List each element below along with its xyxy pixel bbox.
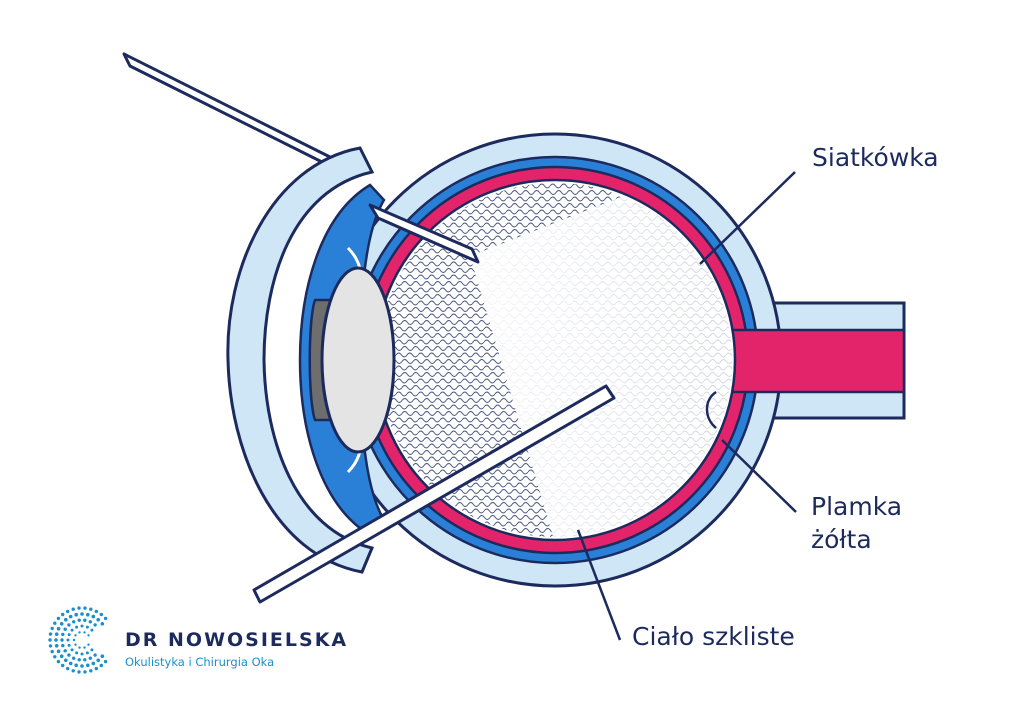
macula-leader-line (721, 439, 797, 513)
vitreous-leader-line (576, 529, 622, 641)
upper-instrument-inner (368, 203, 480, 264)
lower-instrument (252, 384, 616, 604)
retina-leader-line (699, 171, 796, 265)
optic-nerve (714, 328, 906, 394)
vitreous-label: Ciało szkliste (632, 622, 795, 651)
upper-instrument (122, 52, 352, 178)
macula-label-line1: Plamka (811, 492, 902, 521)
brand-logo-icon (48, 606, 108, 674)
macula-dip (705, 390, 717, 429)
macula-label-line2: żółta (811, 525, 872, 554)
light-beam (470, 183, 732, 537)
brand-subtitle: Okulistyka i Chirurgia Oka (125, 655, 274, 669)
cornea (226, 146, 375, 574)
brand-name: DR NOWOSIELSKA (125, 629, 348, 651)
lens (320, 266, 396, 454)
retina-label: Siatkówka (812, 143, 939, 172)
